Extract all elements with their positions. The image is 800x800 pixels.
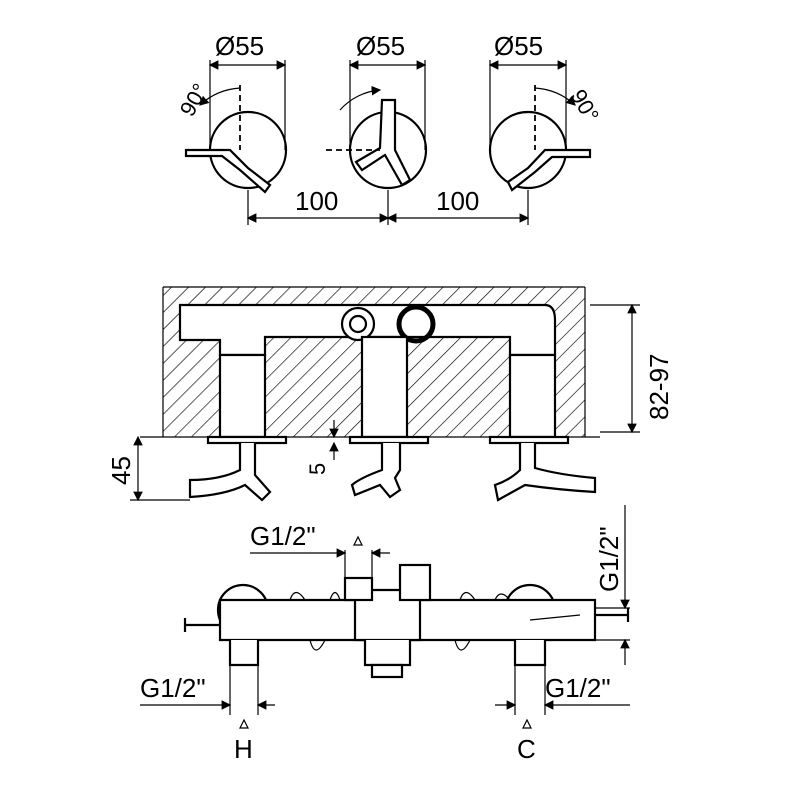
diameter-label-right: Ø55 bbox=[494, 31, 543, 61]
spacing-dimensions: 100 100 bbox=[246, 186, 530, 225]
handle-side-center bbox=[350, 443, 402, 499]
handle-top-center: Ø55 bbox=[326, 31, 428, 190]
flow-arrow-up-icon bbox=[353, 535, 363, 546]
diameter-label-left: Ø55 bbox=[215, 31, 264, 61]
top-view: Ø55 90° Ø55 Ø55 90° bbox=[175, 31, 604, 225]
cold-inlet-arrow-icon bbox=[522, 718, 532, 729]
handle-side-right bbox=[493, 443, 597, 502]
cold-label: C bbox=[517, 734, 536, 764]
front-view: G1/2" G1/2" G1/2" H G1/2" C bbox=[140, 505, 630, 764]
side-view: 82-97 45 5 bbox=[106, 286, 674, 502]
spacing-label-left: 100 bbox=[295, 186, 338, 216]
handle-top-left: Ø55 90° bbox=[175, 31, 288, 194]
hot-inlet-arrow-icon bbox=[239, 718, 249, 729]
diameter-label-center: Ø55 bbox=[356, 31, 405, 61]
rotation-label-left: 90° bbox=[175, 79, 213, 120]
depth-label: 82-97 bbox=[644, 354, 674, 421]
rotation-label-right: 90° bbox=[566, 85, 604, 126]
outlet-fitting bbox=[340, 306, 376, 342]
spacing-label-right: 100 bbox=[436, 186, 479, 216]
projection-label: 45 bbox=[106, 456, 136, 485]
outlet-top-thread-label: G1/2" bbox=[250, 521, 316, 551]
outlet-right-thread-label: G1/2" bbox=[594, 526, 624, 592]
hot-label: H bbox=[234, 734, 253, 764]
hot-inlet-thread-label: G1/2" bbox=[140, 673, 206, 703]
handle-top-right: Ø55 90° bbox=[488, 31, 604, 192]
flange-gap-label: 5 bbox=[305, 463, 330, 475]
handle-side-left bbox=[188, 443, 272, 502]
cold-inlet-thread-label: G1/2" bbox=[545, 673, 611, 703]
